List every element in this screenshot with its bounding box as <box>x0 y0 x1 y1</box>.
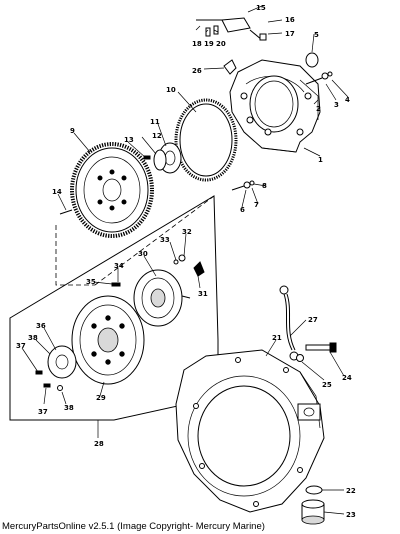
callout-27: 27 <box>308 316 318 324</box>
callout-17: 17 <box>285 30 295 38</box>
callout-7: 7 <box>254 201 259 209</box>
callout-10: 10 <box>166 86 176 94</box>
callout-28: 28 <box>94 440 104 448</box>
callout-30: 30 <box>138 250 148 258</box>
callout-35: 35 <box>86 278 96 286</box>
callout-4: 4 <box>345 96 350 104</box>
flywheel-bolt <box>59 209 73 215</box>
callout-8: 8 <box>262 182 267 190</box>
leader-lines <box>21 5 349 515</box>
callout-34: 34 <box>114 262 124 270</box>
callout-12: 12 <box>152 132 162 140</box>
drive-coupler <box>143 142 182 174</box>
callout-25: 25 <box>322 381 332 389</box>
callout-14: 14 <box>52 188 62 196</box>
callout-15: 15 <box>256 4 266 12</box>
housing-hardware <box>196 17 333 191</box>
callout-33: 33 <box>160 236 170 244</box>
strap-bolt <box>296 342 337 362</box>
callout-36: 36 <box>36 322 46 330</box>
callout-20: 20 <box>216 40 226 48</box>
callout-16: 16 <box>285 16 295 24</box>
callout-9: 9 <box>70 127 75 135</box>
callout-19: 19 <box>204 40 214 48</box>
callout-24: 24 <box>342 374 352 382</box>
callout-29: 29 <box>96 394 106 402</box>
flywheel <box>70 142 154 238</box>
callout-37-lower: 37 <box>38 408 48 416</box>
callout-37-upper: 37 <box>16 342 26 350</box>
ground-strap <box>279 285 299 361</box>
ring-gear <box>174 98 238 182</box>
adapter-plate <box>35 345 77 391</box>
callout-2: 2 <box>316 105 321 113</box>
callout-11: 11 <box>150 118 160 126</box>
engine-mount <box>301 485 325 525</box>
damper-hub <box>111 254 205 327</box>
callout-6: 6 <box>240 206 245 214</box>
callout-13: 13 <box>124 136 134 144</box>
callout-1: 1 <box>318 156 323 164</box>
callout-3: 3 <box>334 101 339 109</box>
callout-21: 21 <box>272 334 282 342</box>
callout-32: 32 <box>182 228 192 236</box>
callout-31: 31 <box>198 290 208 298</box>
callout-26: 26 <box>192 67 202 75</box>
damper-assembly <box>71 295 145 385</box>
callout-18: 18 <box>192 40 202 48</box>
bell-housing <box>175 349 325 513</box>
image-caption: MercuryPartsOnline v2.5.1 (Image Copyrig… <box>2 521 265 532</box>
callout-38-upper: 38 <box>28 334 38 342</box>
flywheel-housing <box>229 59 321 153</box>
callout-38-lower: 38 <box>64 404 74 412</box>
callout-23: 23 <box>346 511 356 519</box>
callout-labels: 15 16 17 18 19 20 5 26 2 3 4 1 10 11 12 … <box>16 4 356 519</box>
callout-22: 22 <box>346 487 356 495</box>
callout-5: 5 <box>314 31 319 39</box>
